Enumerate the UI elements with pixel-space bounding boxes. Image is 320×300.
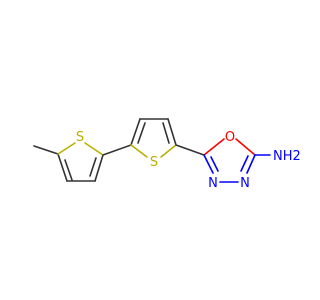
bond-left-c3-c2 (94, 154, 104, 182)
bond-oxadiazole-n4-c5-inner (210, 156, 219, 172)
bond-oxadiazole-c2-n3 (246, 154, 256, 174)
bond-oxadiazole-c2-n3-inner (240, 155, 249, 172)
sulfur-atom-middle: S (150, 155, 158, 170)
bond-oxadiazole-o-c2 (235, 138, 256, 156)
bond-mid-c5-s (160, 144, 177, 158)
bond-left-c5-c4-inner (64, 159, 73, 181)
bond-mid-c4-c5-inner (162, 122, 170, 144)
bond-thiophene-linker (102, 144, 132, 156)
nitrogen-atom-left: N (208, 176, 218, 191)
oxygen-atom: O (225, 130, 235, 145)
bond-left-s-c5 (57, 142, 76, 155)
bond-left-c3-c2-inner (89, 157, 97, 177)
bond-methyl (33, 145, 59, 155)
nitrogen-atom-right: N (240, 176, 250, 191)
amine-label: NH2 (273, 149, 300, 164)
bond-to-oxadiazole (175, 144, 205, 156)
bond-mid-s-c2 (130, 144, 148, 158)
bond-left-c5-c4 (57, 153, 68, 182)
bond-oxadiazole-n4-c5 (203, 154, 214, 174)
bond-mid-c4-c5 (167, 118, 177, 146)
bond-mid-c2-c3 (130, 118, 141, 146)
molecule-diagram: S S O N N NH2 (33, 118, 300, 191)
sulfur-atom-left: S (76, 130, 84, 145)
bond-mid-c2-c3-inner (137, 122, 146, 144)
bond-left-c2-s (84, 142, 104, 156)
bond-oxadiazole-c5-o (203, 138, 225, 156)
molecule-structure: S S O N N NH2 (33, 118, 300, 191)
